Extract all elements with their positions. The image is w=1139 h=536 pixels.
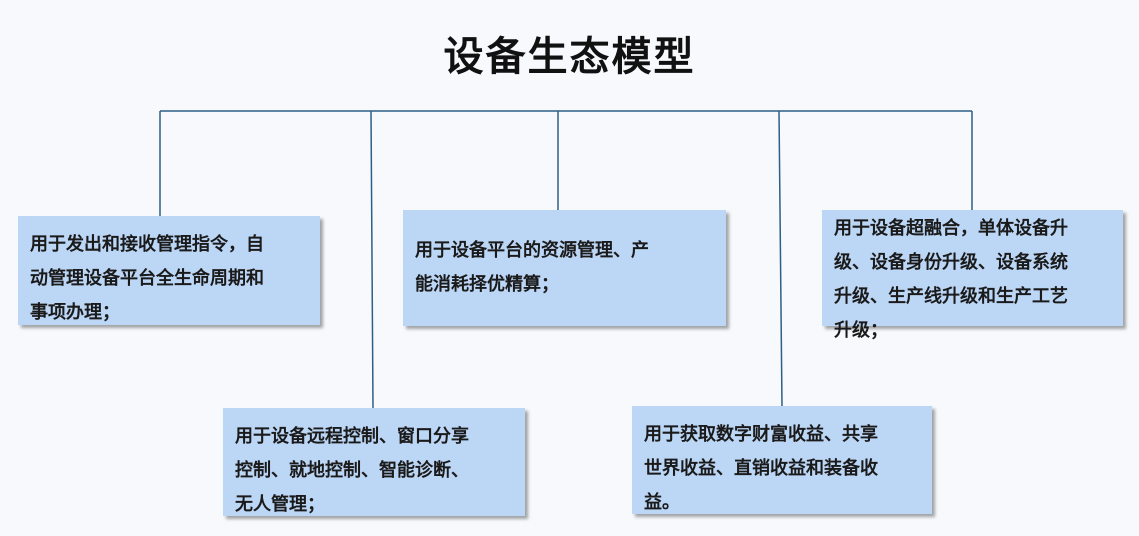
- box-line: 级、设备身份升级、设备系统: [834, 252, 1068, 273]
- box-line: 事项办理；: [30, 302, 120, 323]
- description-box-upgrades: 用于设备超融合，单体设备升 级、设备身份升级、设备系统 升级、生产线升级和生产工…: [822, 210, 1123, 341]
- description-box-resource-management: 用于设备平台的资源管理、产 能消耗择优精算；: [403, 210, 726, 326]
- box-line: 控制、就地控制、智能诊断、: [235, 460, 469, 481]
- box-line: 无人管理；: [235, 494, 325, 515]
- box-line: 动管理设备平台全生命周期和: [30, 268, 264, 289]
- box-line: 升级；: [834, 320, 888, 341]
- connector-to-box-4: [778, 110, 783, 407]
- description-box-management-commands: 用于发出和接收管理指令，自 动管理设备平台全生命周期和 事项办理；: [18, 216, 320, 325]
- connector-to-box-2: [370, 110, 374, 409]
- description-box-revenue: 用于获取数字财富收益、共享 世界收益、直销收益和装备收 益。: [632, 406, 932, 514]
- box-line: 用于发出和接收管理指令，自: [30, 234, 264, 255]
- box-line: 升级、生产线升级和生产工艺: [834, 286, 1068, 307]
- description-box-remote-control: 用于设备远程控制、窗口分享 控制、就地控制、智能诊断、 无人管理；: [223, 408, 525, 516]
- box-line: 用于设备远程控制、窗口分享: [235, 426, 469, 447]
- box-line: 能消耗择优精算；: [415, 274, 559, 295]
- box-line: 用于获取数字财富收益、共享: [644, 424, 878, 445]
- box-line: 世界收益、直销收益和装备收: [644, 458, 878, 479]
- box-line: 用于设备平台的资源管理、产: [415, 240, 649, 261]
- box-line: 用于设备超融合，单体设备升: [834, 218, 1068, 239]
- diagram-title: 设备生态模型: [443, 34, 696, 80]
- box-line: 益。: [644, 492, 680, 513]
